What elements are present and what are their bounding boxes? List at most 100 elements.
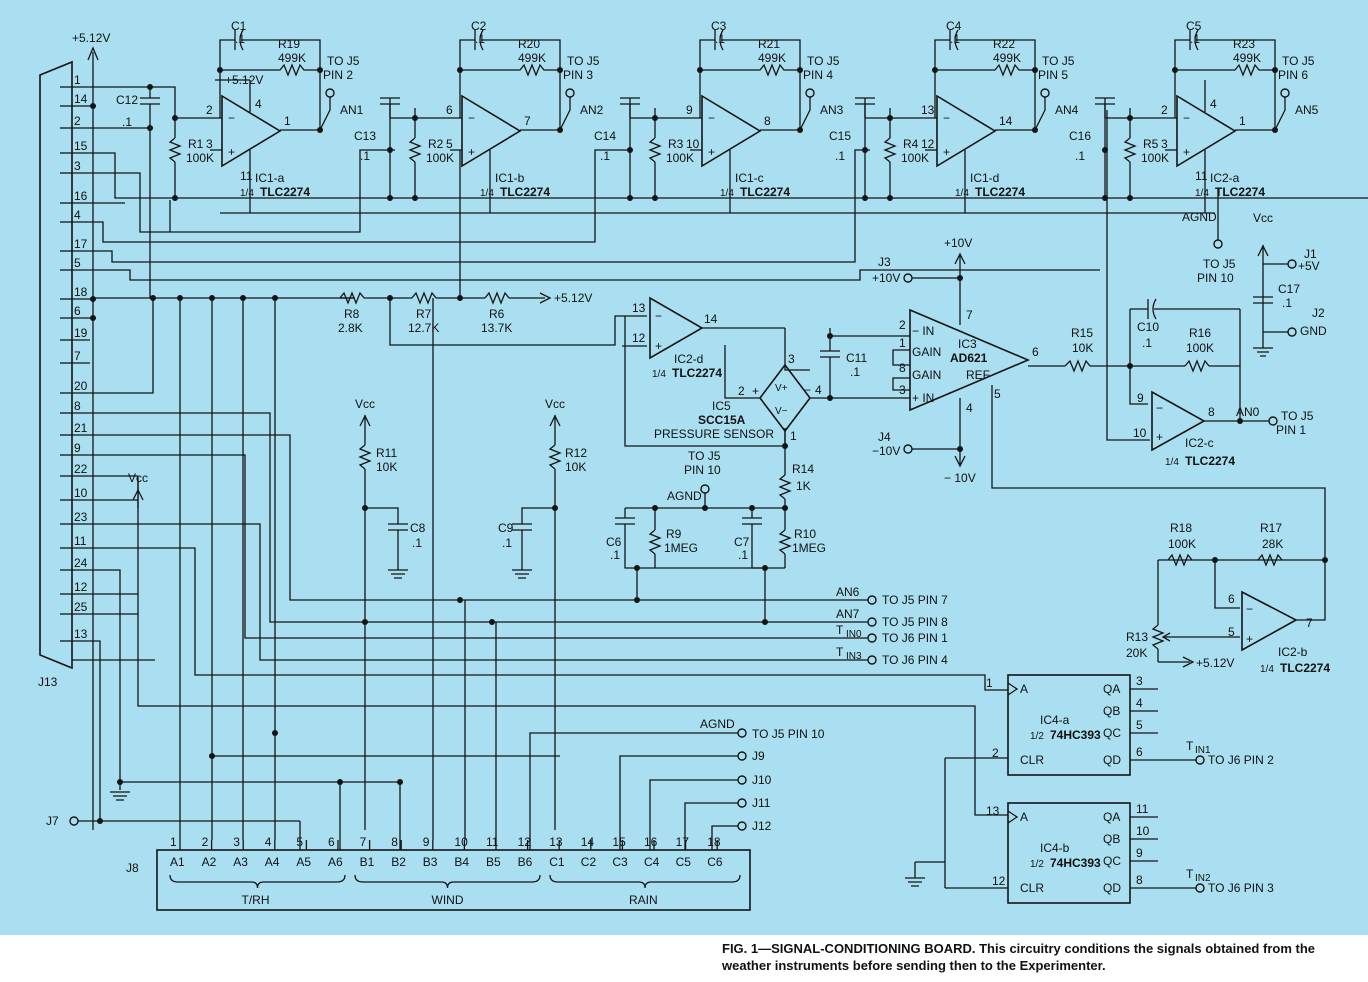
- svg-text:−: −: [228, 111, 235, 125]
- svg-text:3: 3: [1161, 137, 1168, 151]
- svg-text:PIN 6: PIN 6: [1278, 68, 1308, 82]
- svg-text:− IN: − IN: [912, 324, 934, 338]
- svg-text:1/2: 1/2: [1030, 859, 1044, 870]
- j7-jack: J7: [46, 814, 301, 850]
- svg-text:Vcc: Vcc: [355, 397, 375, 411]
- svg-text:100K: 100K: [1168, 537, 1196, 551]
- svg-text:5: 5: [1136, 718, 1143, 732]
- svg-text:1/4: 1/4: [480, 188, 494, 199]
- svg-text:1: 1: [790, 429, 797, 443]
- svg-text:PIN 1: PIN 1: [1276, 423, 1306, 437]
- svg-text:14: 14: [999, 114, 1013, 128]
- svg-text:2: 2: [1161, 103, 1168, 117]
- svg-text:QB: QB: [1103, 832, 1120, 846]
- j8-pin-name: A6: [328, 855, 343, 869]
- svg-text:12: 12: [992, 874, 1006, 888]
- jack-3: J11: [737, 796, 771, 810]
- svg-text:8: 8: [899, 361, 906, 375]
- svg-text:13: 13: [986, 804, 1000, 818]
- j8-pin-name: C1: [549, 855, 565, 869]
- svg-text:12: 12: [921, 137, 935, 151]
- svg-text:IN0: IN0: [846, 629, 862, 640]
- j13-pin: 2: [74, 114, 81, 128]
- svg-text:8: 8: [1208, 405, 1215, 419]
- svg-text:−: −: [804, 383, 811, 397]
- jack-1: J9: [737, 749, 765, 763]
- svg-text:1/2: 1/2: [1030, 731, 1044, 742]
- jack-4: J12: [737, 819, 772, 833]
- ic2b-amplifier: R18 100K R17 28K −+ 6 5 7 +5.12V R13 20K…: [1126, 521, 1330, 675]
- svg-text:R5: R5: [1143, 137, 1159, 151]
- j13-pin: 22: [74, 462, 88, 476]
- svg-text:TLC2274: TLC2274: [1185, 454, 1235, 468]
- svg-text:C4: C4: [946, 19, 962, 33]
- r8-value: 2.8K: [338, 321, 363, 335]
- j8-pin-number: 13: [549, 835, 563, 849]
- svg-text:QD: QD: [1103, 753, 1121, 767]
- j8-pin-name: B2: [391, 855, 406, 869]
- svg-text:GAIN: GAIN: [912, 345, 941, 359]
- svg-text:1/4: 1/4: [240, 188, 254, 199]
- svg-text:1/4: 1/4: [955, 188, 969, 199]
- svg-text:C2: C2: [471, 19, 487, 33]
- svg-text:74HC393: 74HC393: [1050, 856, 1101, 870]
- j3-value: +10V: [872, 271, 900, 285]
- j8-pin-number: 1: [170, 835, 177, 849]
- ground-left: [110, 779, 400, 801]
- svg-text:TLC2274: TLC2274: [1280, 661, 1330, 675]
- svg-text:R10: R10: [794, 527, 816, 541]
- j8-pin-number: 12: [518, 835, 532, 849]
- svg-text:IN1: IN1: [1195, 745, 1211, 756]
- svg-text:.1: .1: [1075, 149, 1085, 163]
- svg-text:1: 1: [986, 676, 993, 690]
- svg-text:4: 4: [1210, 97, 1217, 111]
- svg-text:R17: R17: [1260, 521, 1282, 535]
- output-signal: AN7: [836, 607, 860, 621]
- svg-text:3: 3: [1136, 674, 1143, 688]
- output-signal: AN6: [836, 585, 860, 599]
- j8-pin-number: 16: [644, 835, 658, 849]
- svg-text:C3: C3: [711, 19, 727, 33]
- j8-pin-name: B1: [360, 855, 375, 869]
- ic2d-amplifier: −+ 13 12 14 IC2-d 1/4 TLC2274: [622, 296, 810, 447]
- svg-text:CLR: CLR: [1020, 753, 1044, 767]
- svg-text:TO J5: TO J5: [1281, 409, 1314, 423]
- svg-text:11: 11: [1136, 802, 1149, 816]
- svg-text:1: 1: [899, 336, 906, 350]
- svg-text:+ IN: + IN: [912, 391, 934, 405]
- j8-pin-number: 4: [265, 835, 272, 849]
- svg-text:R12: R12: [565, 446, 587, 460]
- svg-text:+5.12V: +5.12V: [1196, 656, 1234, 670]
- svg-text:TLC2274: TLC2274: [260, 185, 310, 199]
- svg-text:7: 7: [1306, 616, 1313, 630]
- svg-text:.1: .1: [835, 149, 845, 163]
- svg-text:100K: 100K: [666, 151, 694, 165]
- svg-text:.1: .1: [600, 149, 610, 163]
- svg-text:GAIN: GAIN: [912, 368, 941, 382]
- svg-text:3: 3: [899, 383, 906, 397]
- svg-text:C1: C1: [231, 19, 247, 33]
- j13-pin: 20: [74, 379, 88, 393]
- figure-caption: FIG. 1—SIGNAL-CONDITIONING BOARD. This c…: [722, 940, 1362, 974]
- j8-pin-number: 3: [233, 835, 240, 849]
- svg-text:C13: C13: [354, 129, 376, 143]
- svg-text:TO J5: TO J5: [1042, 54, 1075, 68]
- svg-text:10: 10: [686, 137, 700, 151]
- svg-text:IN2: IN2: [1195, 873, 1211, 884]
- j8-pin-name: C2: [581, 855, 597, 869]
- j8-pin-number: 2: [202, 835, 209, 849]
- svg-text:499K: 499K: [278, 51, 306, 65]
- svg-text:R22: R22: [993, 37, 1015, 51]
- svg-text:C15: C15: [829, 129, 851, 143]
- jack-label: J11: [752, 796, 771, 810]
- svg-text:+: +: [943, 145, 950, 159]
- r12-c9-network: Vcc R12 10K C9 .1: [498, 397, 587, 830]
- svg-text:12: 12: [632, 331, 646, 345]
- j13-pin: 13: [74, 627, 88, 641]
- ic3-label: IC3: [958, 337, 977, 351]
- signal-conditioning-schematic: 1142153164175186197208219221023112412251…: [0, 0, 1368, 935]
- svg-text:AN5: AN5: [1295, 103, 1319, 117]
